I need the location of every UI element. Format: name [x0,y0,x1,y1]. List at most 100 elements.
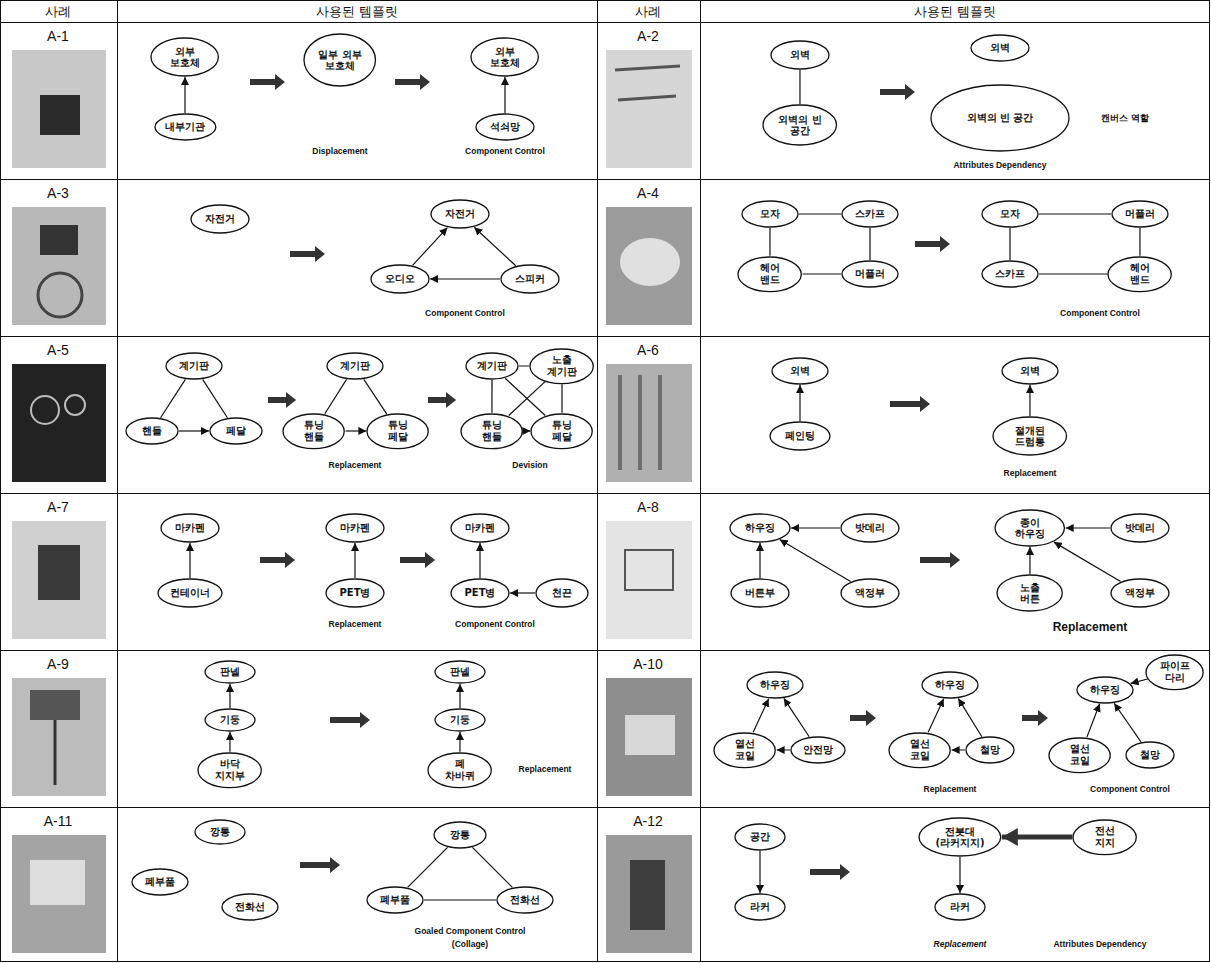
node-text: 마카펜 [340,522,370,534]
connector [519,365,529,366]
stage-arrows [250,74,1048,880]
template-ellipse: 안전망 [790,736,846,764]
template-name: Replacement [328,461,383,471]
template-ellipse: 노출 계기판 [529,348,594,385]
connector [952,749,965,750]
node-label: 천끈 [552,587,572,599]
template-ellipse: 절개된 드럼통 [992,416,1068,456]
template-ellipse: 열선 코일 [1048,737,1111,774]
node-text: 노출 계기판 [541,354,583,377]
connector [1131,679,1148,683]
ellipse-outline [466,353,518,379]
node-label: 폐 차바퀴 [439,758,481,781]
header-rule [0,22,1210,23]
template-ellipse: 깡통 [194,819,246,845]
template-ellipse: 자전거 [190,204,250,234]
ellipse-outline [205,661,255,683]
node-text: 머플러 [1125,208,1155,220]
template-ellipse: 자전거 [430,199,490,229]
connector [459,684,460,708]
node-text: 외벽의 빈 공간 [967,112,1034,124]
ellipse-outline [842,261,898,287]
node-text: 석쇠망 [490,121,520,133]
node-text: 외벽 [1020,365,1040,377]
template-ellipse: 모자 [741,200,799,228]
connector [784,698,809,736]
node-text: 계기판 [179,360,209,372]
connector [799,213,841,214]
photo-detail [65,395,85,415]
template-ellipse: 전화선 [221,893,279,921]
template-ellipse: 하우징 [1076,676,1134,704]
node-text: 열선 코일 [900,738,940,761]
connector [1054,542,1121,581]
node-text: 액정부 [1125,587,1155,599]
photo-detail [40,95,80,135]
ellipse-outline [151,38,218,76]
connector [509,382,545,416]
template-ellipse: 열선 코일 [713,732,776,769]
connector [1039,213,1111,214]
ellipse-outline [772,358,828,384]
ellipse-outline [982,261,1038,287]
template-ellipse: 바닥 지지부 [197,752,262,789]
connector [505,378,545,415]
node-text: 외벽 [790,365,810,377]
node-text: 판넬 [450,666,470,678]
node-label: 전화선 [510,894,540,906]
ellipse-outline [435,661,485,683]
node-label: 절개된 드럼통 [1006,425,1055,448]
ellipse-outline [738,257,801,292]
node-text: 기둥 [450,714,470,726]
ellipse-outline [531,414,592,449]
ellipse-outline [982,201,1038,227]
connector [799,70,800,104]
ellipse-outline [161,514,219,542]
photo-detail [38,273,82,317]
row-rule [0,336,1210,337]
template-ellipse: 하우징 [729,513,791,543]
connector [364,379,387,414]
ellipse-outline [919,818,1001,856]
ellipse-outline [158,579,222,607]
node-label: PET병 [340,587,371,599]
node-text: 전화선 [510,894,540,906]
node-label: 자전거 [205,213,235,225]
node-text: 페달 [226,425,246,437]
connector [803,273,841,274]
ellipse-outline [922,672,978,698]
connector [1139,228,1140,256]
node-text: 전봇대 (라커지지) [933,826,988,849]
node-text: PET병 [465,587,496,599]
connector [179,430,209,431]
node-label: 하우징 [1090,684,1120,696]
stage-arrow [810,864,850,880]
ellipse-outline [841,514,899,542]
node-label: 라커 [950,901,970,913]
ellipse-outline [841,579,899,607]
node-text: PET병 [340,587,371,599]
case-photo [12,678,106,796]
photo-detail [625,550,673,590]
template-name: Replacement [933,940,988,950]
photo-detail [54,720,57,785]
node-text: 스카프 [855,208,885,220]
node-text: 공간 [750,831,770,843]
node-label: 외벽의 빈 공간 [776,114,825,137]
template-ellipse: 노출 버튼 [996,574,1063,612]
node-text: 하우징 [760,679,790,691]
node-text: 외부 보호체 [483,46,528,69]
template-ellipse: 튜닝 핸들 [460,413,523,450]
connector [161,379,186,417]
node-text: 헤어 밴드 [1119,262,1161,285]
node-text: 액정부 [855,587,885,599]
template-ellipse: 외부 보호체 [470,37,539,77]
template-name: Component Control [1089,785,1171,795]
case-photo [12,521,106,639]
case-id: A-8 [636,499,660,515]
node-text: 계기판 [477,360,507,372]
ellipse-outline [714,733,775,768]
node-label: 내부기관 [165,121,205,133]
template-ellipse: 페인팅 [769,421,831,451]
